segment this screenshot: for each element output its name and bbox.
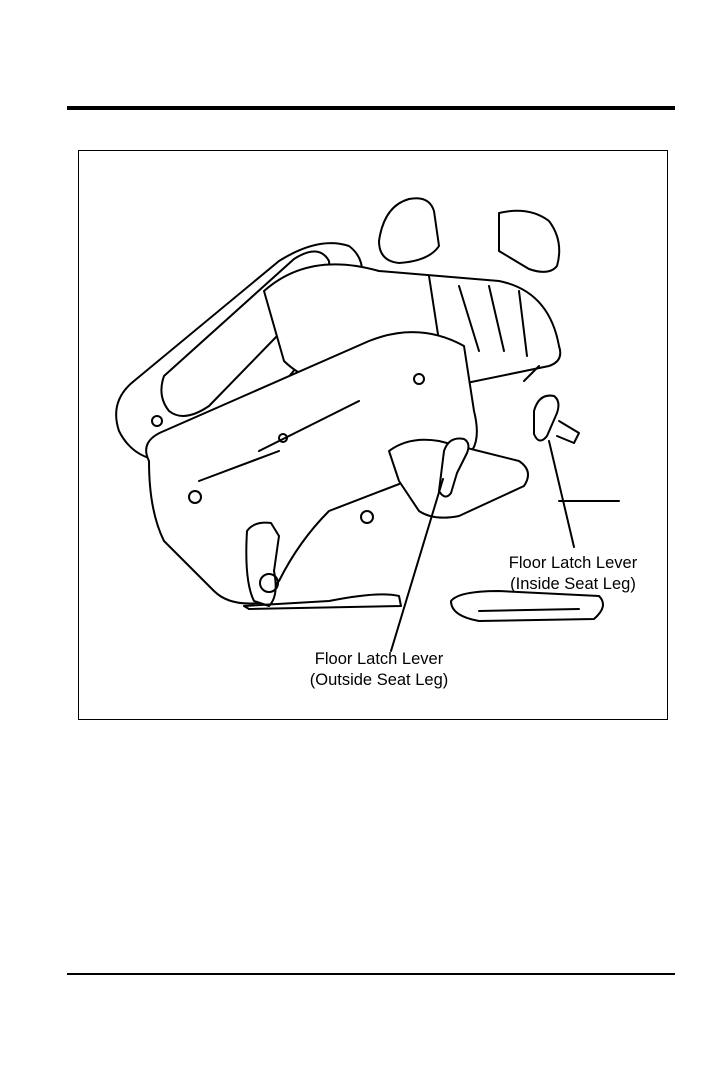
- seat-illustration: [79, 151, 669, 721]
- callout-outside-seat-leg: Floor Latch Lever (Outside Seat Leg): [289, 649, 469, 691]
- bottom-rule: [67, 973, 675, 975]
- callout-inside-line2: (Inside Seat Leg): [483, 574, 663, 595]
- figure-frame: Floor Latch Lever (Inside Seat Leg) Floo…: [78, 150, 668, 720]
- top-rule: [67, 106, 675, 110]
- callout-inside-line1: Floor Latch Lever: [483, 553, 663, 574]
- callout-outside-line1: Floor Latch Lever: [289, 649, 469, 670]
- callout-outside-line2: (Outside Seat Leg): [289, 670, 469, 691]
- callout-inside-seat-leg: Floor Latch Lever (Inside Seat Leg): [483, 553, 663, 595]
